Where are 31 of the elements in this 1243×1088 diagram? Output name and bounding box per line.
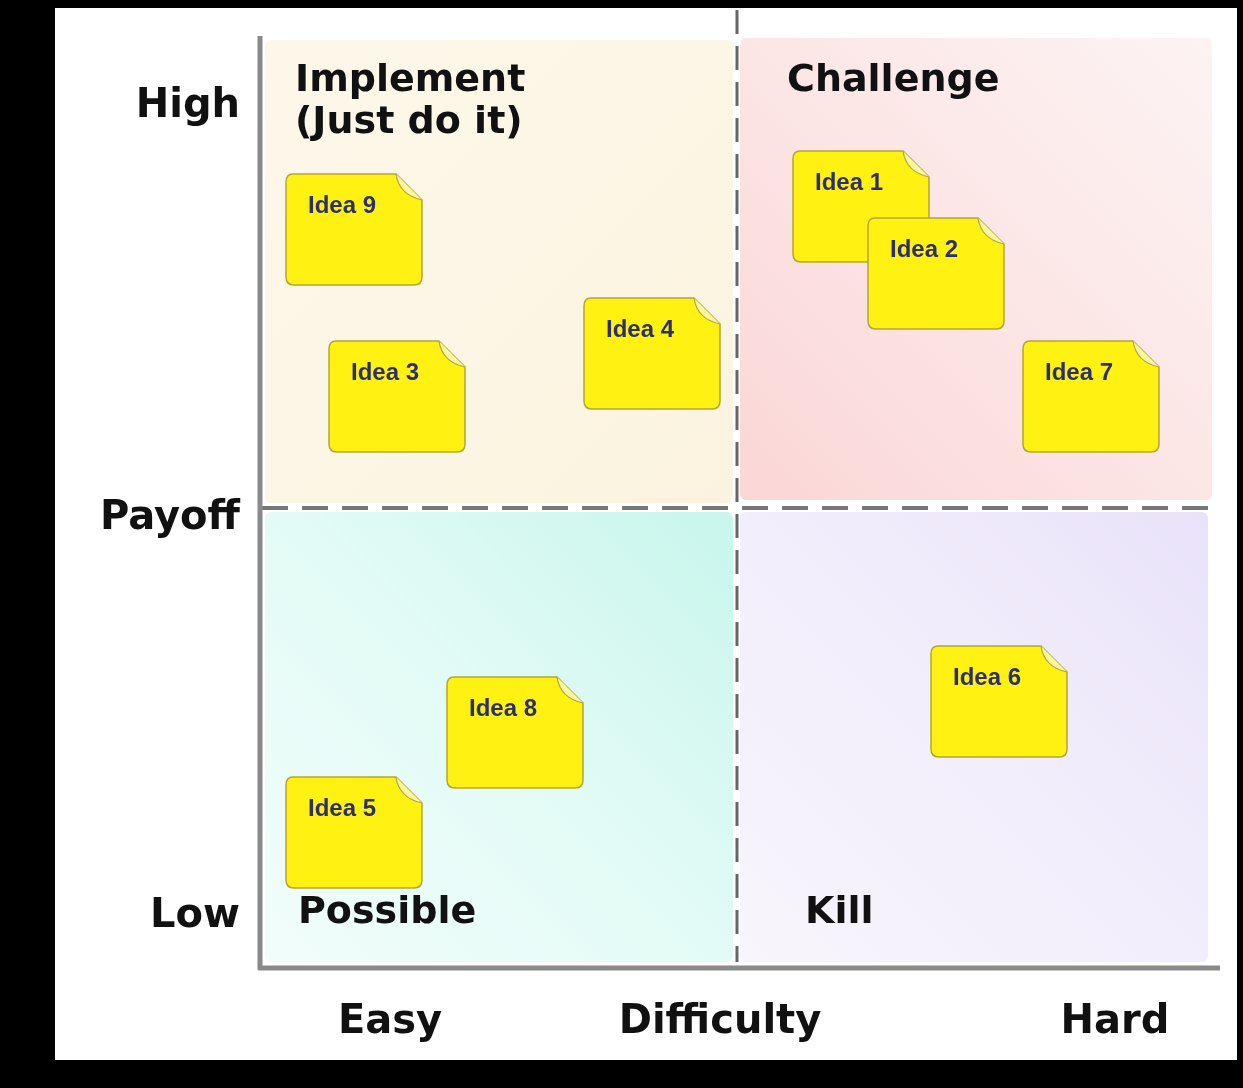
quadrant-area — [265, 40, 733, 503]
note-text: Idea 3 — [351, 357, 420, 387]
axis-label: Difficulty — [618, 995, 822, 1044]
note-text: Idea 2 — [890, 234, 959, 264]
quadrant-heading: Possible — [298, 890, 478, 932]
note-text: Idea 6 — [953, 662, 1022, 692]
note-text: Idea 7 — [1045, 357, 1114, 387]
axis-label: Payoff — [100, 491, 240, 540]
sticky-note — [446, 676, 584, 789]
quadrant-area — [740, 512, 1208, 962]
note-text: Idea 4 — [606, 314, 675, 344]
sticky-note — [930, 645, 1068, 758]
sticky-note — [285, 173, 423, 286]
sticky-note — [583, 297, 721, 410]
axis-label: High — [135, 79, 240, 128]
sticky-note — [1022, 340, 1160, 453]
quadrant-heading: Challenge — [787, 58, 1001, 100]
axis-label: Low — [150, 889, 240, 938]
note-text: Idea 5 — [308, 793, 377, 823]
axis-label: Easy — [337, 995, 443, 1044]
note-text: Idea 1 — [815, 167, 884, 197]
sticky-note — [285, 776, 423, 889]
note-text: Idea 9 — [308, 190, 377, 220]
sticky-note — [867, 217, 1005, 330]
quadrant-area — [740, 38, 1212, 500]
note-text: Idea 8 — [469, 693, 538, 723]
sticky-note — [328, 340, 466, 453]
quadrant-heading: Kill — [805, 890, 875, 932]
quadrant-area — [265, 512, 733, 962]
quadrant-heading: Implement (Just do it) — [295, 58, 527, 142]
axis-label: Hard — [1060, 995, 1170, 1044]
